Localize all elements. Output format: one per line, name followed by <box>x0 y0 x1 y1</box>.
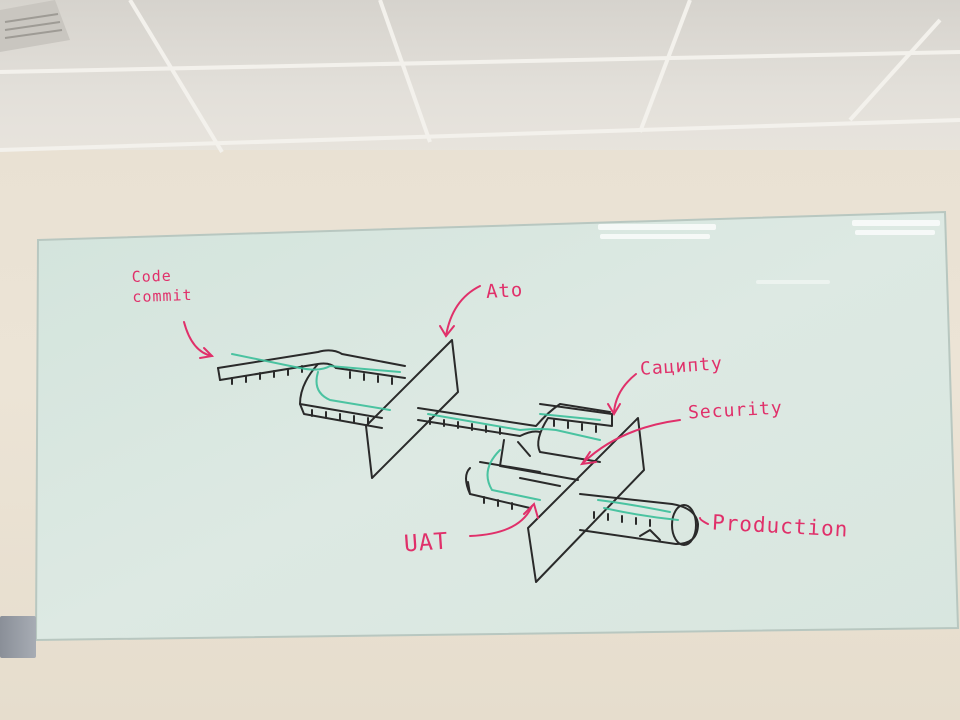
uat-arrow <box>469 505 533 537</box>
ceiling-vent <box>0 0 70 52</box>
code-commit-label-line1: Code <box>131 266 173 287</box>
production-arrow <box>699 517 709 525</box>
code-commit-label: Code commit <box>131 265 193 307</box>
flow-lines <box>231 353 679 521</box>
code-commit-arrow <box>183 321 213 357</box>
capacity-arrow <box>613 373 637 413</box>
ato-label: Ato <box>485 279 524 303</box>
marker-holder <box>0 616 36 658</box>
code-commit-label-line2: commit <box>132 285 193 307</box>
ceiling-tiles <box>0 0 960 158</box>
security-arrow <box>583 419 681 463</box>
light-reflection <box>598 220 940 284</box>
uat-label: UAT <box>403 528 450 558</box>
annotation-arrows <box>183 285 709 537</box>
pipeline-sketch <box>217 339 699 583</box>
ato-arrow <box>445 285 481 337</box>
ceiling-grid <box>0 0 960 154</box>
